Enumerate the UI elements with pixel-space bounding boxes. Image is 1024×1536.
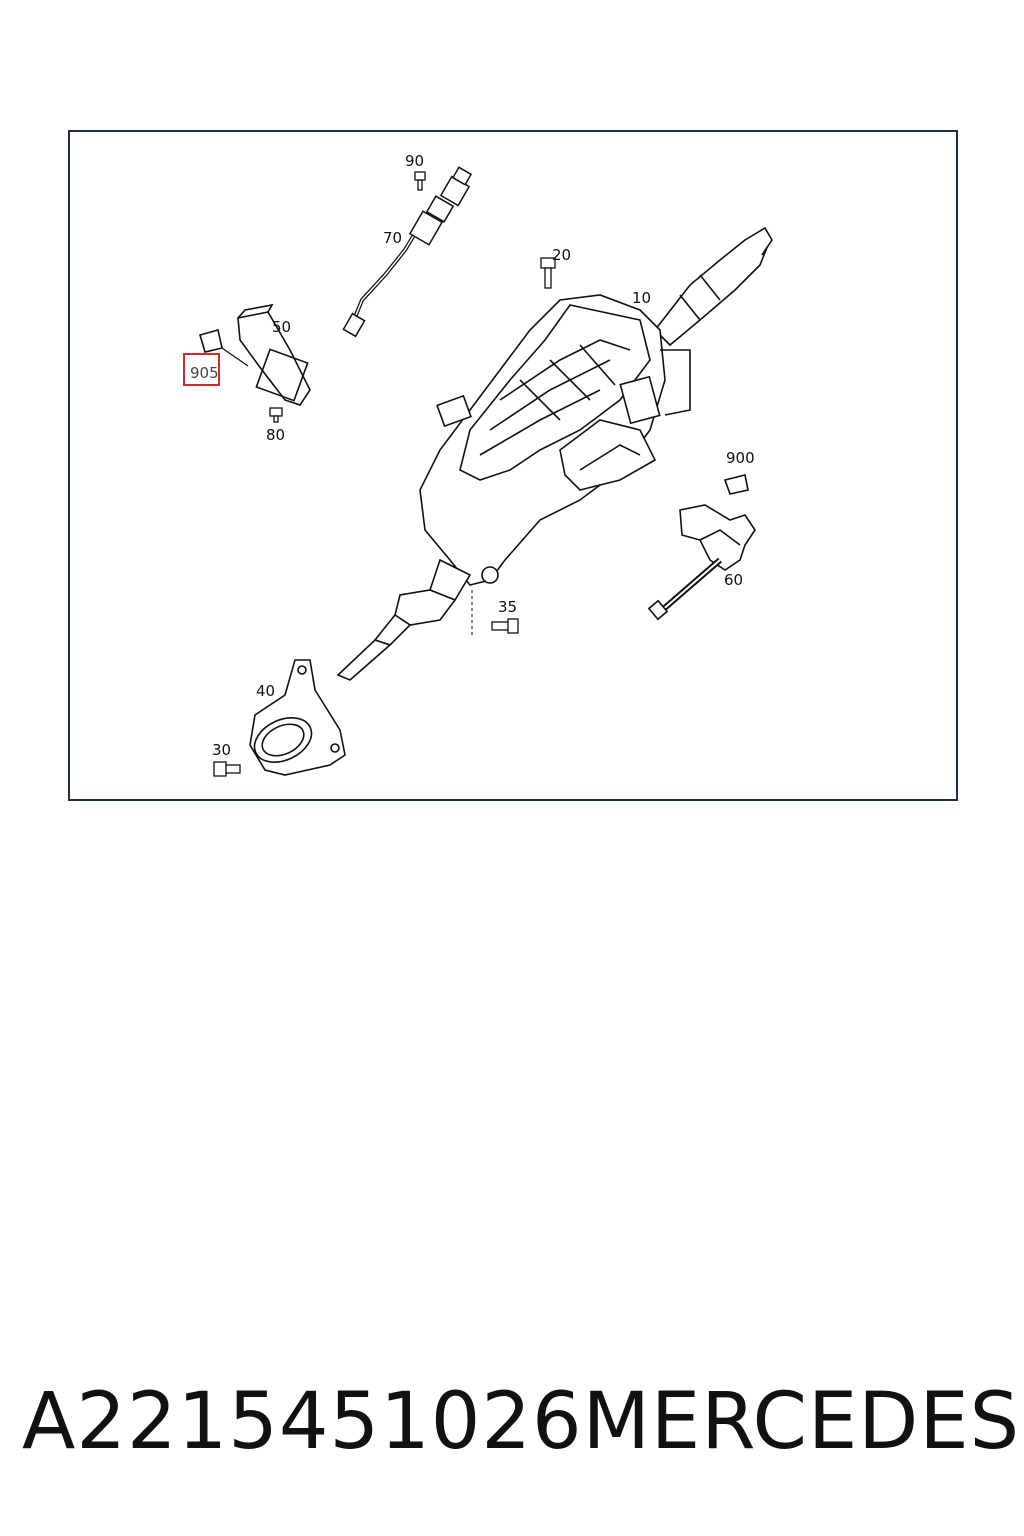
part-number: A2215451026: [22, 1377, 583, 1467]
screw-80: [269, 407, 283, 423]
leader-905: [221, 347, 249, 367]
bolt-90: [414, 171, 426, 191]
flange-40: [249, 659, 346, 776]
callout-90[interactable]: 90: [405, 152, 424, 170]
bolt-20: [540, 257, 556, 289]
callout-80[interactable]: 80: [266, 426, 285, 444]
highlight-box-905: [183, 353, 220, 386]
footer-caption: A2215451026 MERCEDES: [22, 1372, 1019, 1472]
parts-diagram: 90 70 20 10 50 905 80 900 60 35 40 30: [68, 130, 958, 801]
brand-name: MERCEDES: [582, 1377, 1021, 1467]
callout-60[interactable]: 60: [724, 571, 743, 589]
callout-40[interactable]: 40: [256, 682, 275, 700]
callout-35[interactable]: 35: [498, 598, 517, 616]
callout-10[interactable]: 10: [632, 289, 651, 307]
motor-50: [199, 303, 311, 406]
clamp-assembly-60: [647, 474, 756, 621]
callout-70[interactable]: 70: [383, 229, 402, 247]
bolt-35: [491, 618, 519, 634]
steering-column: [336, 226, 773, 681]
callout-905[interactable]: 905: [190, 364, 219, 382]
callout-30[interactable]: 30: [212, 741, 231, 759]
callout-50[interactable]: 50: [272, 318, 291, 336]
intermediate-shaft: [342, 166, 473, 338]
bolt-30: [213, 761, 241, 777]
callout-20[interactable]: 20: [552, 246, 571, 264]
callout-900[interactable]: 900: [726, 449, 755, 467]
